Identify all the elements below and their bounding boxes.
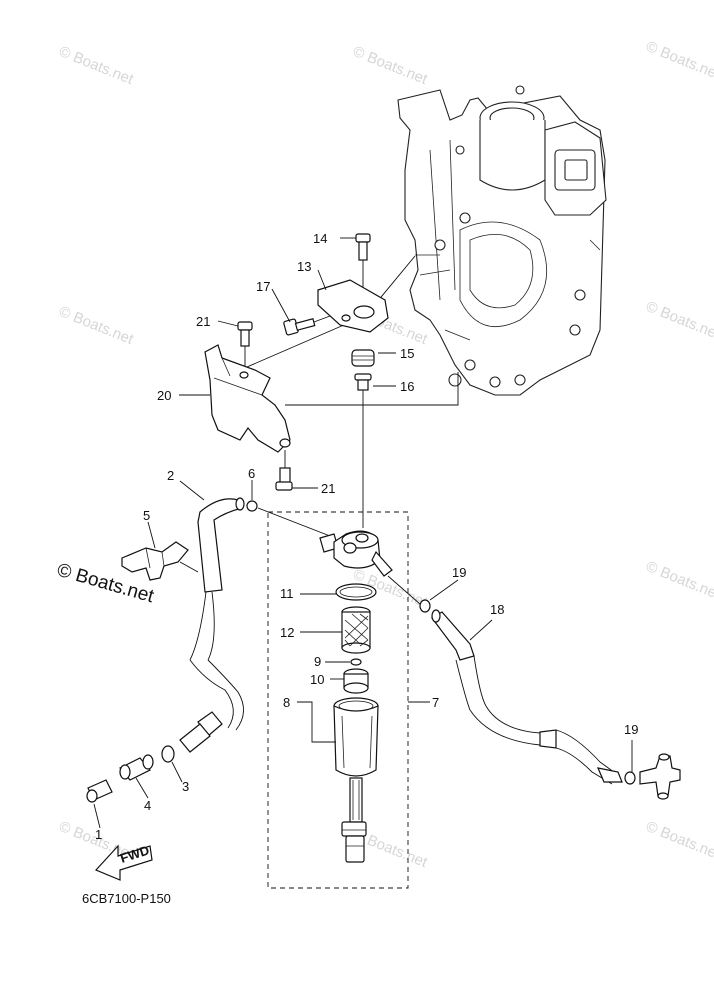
engine-block [397, 85, 607, 396]
callout-5: 5 [143, 508, 150, 523]
callout-21-lower: 21 [321, 481, 335, 496]
callout-9: 9 [314, 654, 321, 669]
grommet-15 [351, 349, 375, 367]
callout-19-upper: 19 [452, 565, 466, 580]
watermark: © Boats.net [644, 38, 714, 84]
callout-2: 2 [167, 468, 174, 483]
fitting-4 [119, 754, 154, 781]
callout-1: 1 [95, 827, 102, 842]
callout-17: 17 [256, 279, 270, 294]
callout-18: 18 [490, 602, 504, 617]
bolt-21-lower [275, 450, 293, 491]
plug-1 [86, 779, 113, 803]
callout-7: 7 [432, 695, 439, 710]
callout-14: 14 [313, 231, 327, 246]
bracket-13 [317, 279, 389, 333]
callout-11: 11 [280, 586, 294, 601]
watermark: © Boats.net [57, 303, 137, 349]
clip-19-upper [419, 599, 431, 613]
watermark: © Boats.net [644, 558, 714, 604]
clamp-5 [121, 541, 199, 581]
filter-element-12 [341, 606, 371, 654]
hose-2-line [189, 659, 234, 729]
filter-cup-8 [333, 697, 379, 863]
callout-10: 10 [310, 672, 324, 687]
callout-19-lower: 19 [624, 722, 638, 737]
float-10 [343, 668, 369, 694]
callout-numbers: 1 2 3 4 5 6 7 8 9 10 11 12 13 14 15 16 1… [95, 231, 638, 842]
hose-2-line-inner [207, 659, 244, 731]
clip-19-lower [624, 771, 636, 785]
filter-head [319, 530, 421, 605]
callout-21-upper: 21 [196, 314, 210, 329]
watermark: © Boats.net [57, 43, 137, 89]
callout-16: 16 [400, 379, 414, 394]
callout-13: 13 [297, 259, 311, 274]
t-joint [639, 753, 681, 800]
watermarks: © Boats.net © Boats.net © Boats.net © Bo… [57, 38, 714, 872]
callout-15: 15 [400, 346, 414, 361]
ring-9 [350, 658, 362, 666]
callout-20: 20 [157, 388, 171, 403]
callout-4: 4 [144, 798, 151, 813]
o-ring-11 [335, 583, 377, 601]
filter-assembly-box [267, 511, 409, 889]
callout-leaders [93, 237, 633, 829]
leader-20-bracket [239, 317, 361, 371]
reference-code: 6CB7100-P150 [82, 891, 171, 906]
leader-20-engine [285, 372, 459, 406]
pipe-3 [161, 711, 223, 763]
callout-12: 12 [280, 625, 294, 640]
hose-2 [189, 497, 245, 661]
cover-20 [204, 344, 291, 453]
callout-8: 8 [283, 695, 290, 710]
bolt-17 [283, 315, 331, 336]
hose-18 [431, 609, 623, 785]
callout-6: 6 [248, 466, 255, 481]
fwd-arrow: FWD [94, 842, 153, 881]
collar-16 [354, 373, 372, 391]
watermark: © Boats.net [351, 43, 431, 89]
clip-6 [246, 500, 331, 537]
callout-3: 3 [182, 779, 189, 794]
watermark: © Boats.net [644, 818, 714, 864]
watermark: © Boats.net [644, 298, 714, 344]
